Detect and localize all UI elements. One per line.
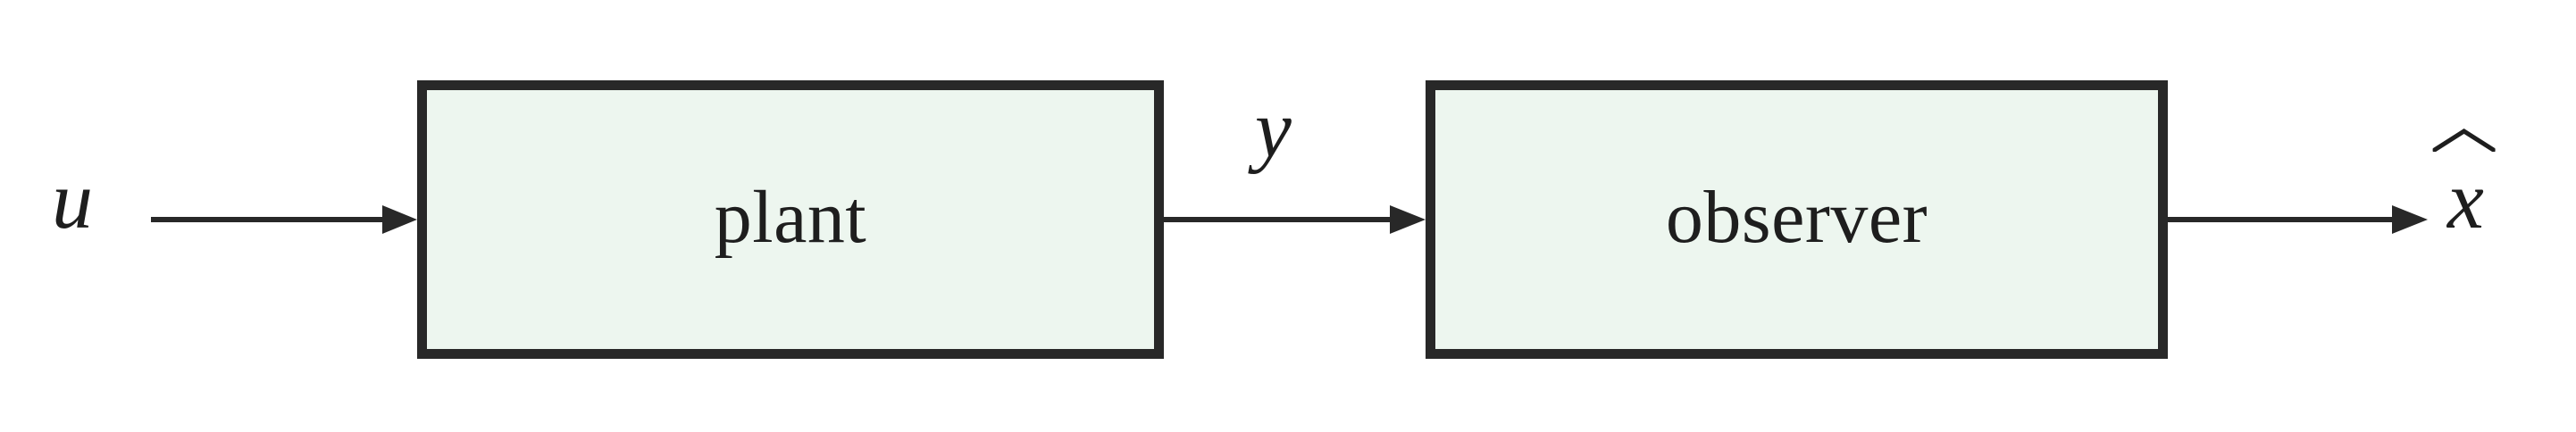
signal-label-xhat: x [2433,129,2497,245]
signal-arrow-u [151,205,417,234]
block-observer[interactable]: observer [1426,80,2168,359]
block-plant[interactable]: plant [417,80,1164,359]
signal-arrow-y [1164,205,1426,234]
arrow-head [382,205,417,234]
arrow-head [1390,205,1426,234]
circumflex-accent-icon [2433,129,2497,152]
signal-label-u: u [52,154,93,245]
block-observer-label: observer [1665,176,1928,259]
xhat-stack: x [2433,129,2497,245]
signal-label-y: y [1255,83,1292,174]
block-plant-label: plant [714,176,867,259]
xhat-base-letter: x [2447,154,2484,245]
arrow-head [2392,205,2428,234]
signal-arrow-xhat [2168,205,2428,234]
